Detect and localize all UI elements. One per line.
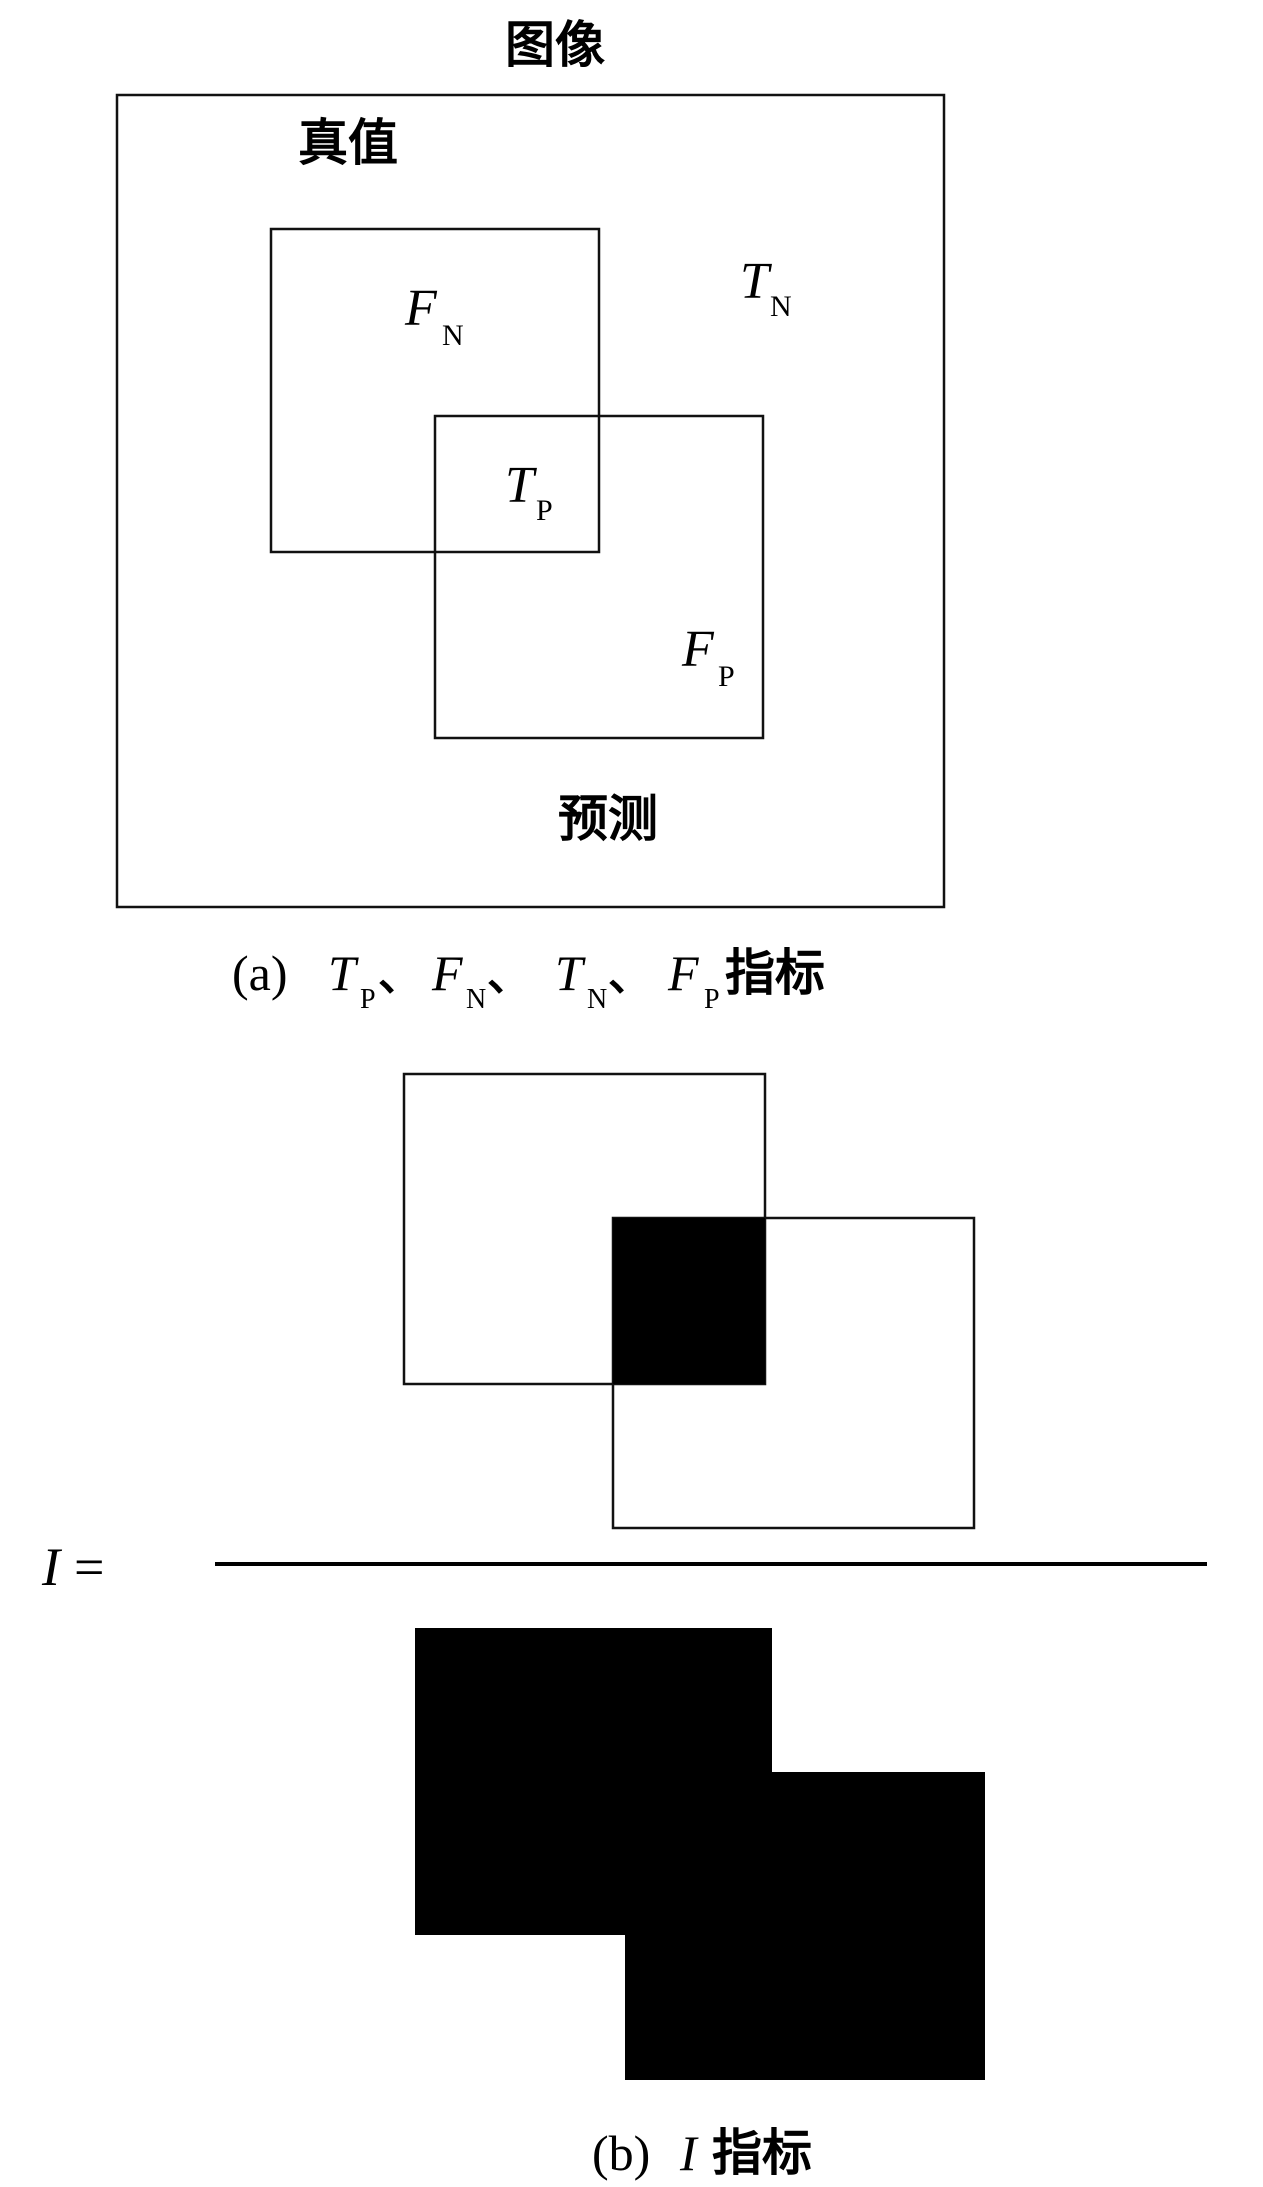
fp-sub: P: [718, 660, 735, 693]
caption-b-suffix: 指标: [712, 2124, 812, 2182]
caption-a-item-3-sub: N: [587, 984, 607, 1015]
caption-a-item-2-main: F: [431, 945, 463, 1001]
caption-a-item-2-sub: N: [466, 984, 486, 1015]
prediction-box: [433, 414, 765, 740]
caption-a-sep-3: 、: [608, 950, 652, 1001]
caption-a-sep-1: 、: [378, 950, 422, 1001]
iou-variable: I: [41, 1537, 63, 1597]
panel-a-title: 图像: [505, 16, 605, 74]
caption-a-item-1-main: T: [328, 945, 359, 1001]
panel-a-caption: (a) T P 、 F N 、 T N 、 F P 指标: [232, 944, 825, 1015]
iou-lhs: I =: [41, 1537, 104, 1597]
intersection-fill: [613, 1218, 765, 1384]
caption-a-item-4-sub: P: [704, 984, 720, 1015]
tp-main: T: [505, 457, 537, 514]
fn-main: F: [404, 280, 438, 337]
caption-a-item-3-main: T: [555, 945, 586, 1001]
equals-sign: =: [74, 1537, 104, 1597]
tn-main: T: [740, 253, 772, 310]
true-positive-label: T P: [505, 457, 553, 527]
caption-b-prefix: (b): [592, 2125, 650, 2181]
tn-sub: N: [770, 290, 792, 323]
caption-a-item-4-main: F: [667, 945, 699, 1001]
caption-a-prefix: (a): [232, 945, 288, 1001]
false-positive-label: F P: [681, 621, 735, 693]
ground-truth-label: 真值: [298, 114, 398, 172]
panel-b-caption: (b) I 指标: [592, 2124, 812, 2182]
caption-b-var: I: [679, 2125, 699, 2181]
caption-a-sep-2: 、: [487, 950, 531, 1001]
image-frame: [115, 93, 946, 909]
caption-a-item-1-sub: P: [360, 984, 376, 1015]
fn-sub: N: [442, 319, 464, 352]
prediction-label: 预测: [558, 790, 658, 848]
fp-main: F: [681, 621, 715, 678]
tp-sub: P: [536, 494, 553, 527]
intersection-figure: [402, 1072, 976, 1530]
false-negative-label: F N: [404, 280, 464, 352]
true-negative-label: T N: [740, 253, 792, 323]
union-fill: [415, 1628, 985, 2080]
caption-a-suffix: 指标: [725, 944, 825, 1002]
